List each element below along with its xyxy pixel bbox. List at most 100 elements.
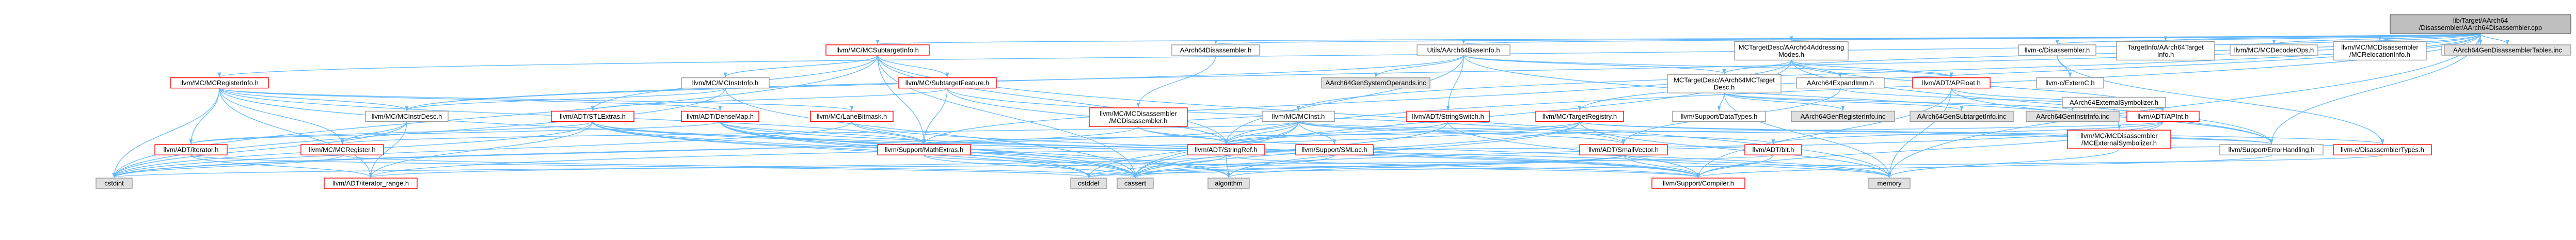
node-label: llvm/MC/MCDisassembler: [2341, 43, 2419, 51]
dependency-edge: [1724, 92, 1964, 111]
header-node[interactable]: llvm/MC/MCDisassembler/MCExternalSymboli…: [2067, 130, 2171, 149]
header-node[interactable]: llvm/MC/MCSubtargetInfo.h: [825, 44, 930, 56]
dependency-edge: [2056, 33, 2481, 45]
dependency-edge: [1463, 55, 2273, 145]
node-box: [2230, 44, 2318, 56]
node-label: /MCRelocationInfo.h: [2349, 51, 2410, 58]
node-label: AArch64ExternalSymbolizer.h: [2070, 99, 2158, 106]
dependency-edge: [405, 88, 726, 111]
dependency-edge: [369, 121, 407, 178]
header-node[interactable]: llvm/ADT/StringRef.h: [1187, 144, 1265, 155]
header-node[interactable]: llvm/ADT/iterator_range.h: [324, 178, 418, 189]
node-label: Modes.h: [1778, 51, 1804, 58]
header-node[interactable]: llvm/Support/SMLoc.h: [1295, 144, 1374, 155]
node-label: llvm/MC/MCDisassembler: [1100, 109, 1177, 117]
node-label: llvm/MC/MCDisassembler: [2080, 132, 2158, 140]
dependency-edge: [1226, 155, 1231, 178]
header-nodes: lib/Target/AArch64/Disassembler/AArch64D…: [96, 14, 2571, 189]
dependency-edge: [1791, 60, 2273, 145]
dependency-edge: [1579, 121, 1891, 178]
dependency-edge: [851, 121, 1700, 178]
header-node: AArch64GenSystemOperands.inc: [1321, 77, 1430, 89]
dependency-edge: [1623, 155, 1700, 178]
header-node[interactable]: llvm/MC/MCInstrInfo.h: [681, 77, 770, 89]
header-node[interactable]: llvm/MC/MCRegister.h: [300, 144, 384, 155]
node-label: llvm-c/DisassemblerTypes.h: [2341, 146, 2424, 154]
dependency-edge: [189, 88, 220, 145]
node-label: llvm/ADT/STLExtras.h: [560, 113, 626, 120]
dependency-edge: [1790, 33, 2481, 42]
dependency-edge: [877, 55, 1228, 145]
header-node[interactable]: llvm/MC/SubtargetFeature.h: [898, 77, 997, 89]
header-node[interactable]: llvm/ADT/StringSwitch.h: [1406, 110, 1490, 122]
dependency-edge: [1224, 121, 1580, 145]
node-box: [681, 110, 759, 122]
dependency-edge: [2378, 33, 2481, 42]
header-node[interactable]: llvm/Support/MathExtras.h: [877, 144, 971, 155]
dependency-edge: [2057, 55, 2072, 77]
node-label: llvm/Support/ErrorHandling.h: [2229, 146, 2315, 154]
dependency-edge: [369, 121, 1580, 178]
dependency-edge: [112, 121, 852, 178]
dependency-edge: [1224, 121, 1299, 145]
node-box: [1868, 178, 1911, 189]
node-label: MCTargetDesc/AArch64Addressing: [1739, 43, 1844, 51]
header-node[interactable]: llvm/MC/TargetRegistry.h: [1535, 110, 1624, 122]
node-box: [2390, 14, 2571, 34]
node-box: [2018, 44, 2096, 56]
dependency-edge: [1724, 92, 2075, 111]
header-node[interactable]: llvm-c/ExternC.h: [2036, 77, 2104, 89]
node-box: [1579, 144, 1668, 155]
header-node[interactable]: llvm/Support/DataTypes.h: [1672, 110, 1766, 122]
node-box: [1651, 178, 1745, 189]
header-node[interactable]: llvm/MC/MCInstrDesc.h: [365, 110, 449, 122]
dependency-edge: [1227, 121, 1580, 178]
header-node[interactable]: llvm-c/Disassembler.h: [2018, 44, 2096, 56]
header-node[interactable]: llvm/ADT/APFloat.h: [1912, 77, 1991, 89]
dependency-edge: [877, 33, 2481, 45]
dependency-edge: [1724, 93, 1891, 178]
node-box: [2219, 144, 2324, 155]
dependency-edge: [1224, 55, 1464, 145]
node-label: llvm/ADT/APInt.h: [2138, 113, 2189, 120]
dependency-edge: [591, 88, 948, 111]
header-node[interactable]: llvm/ADT/STLExtras.h: [551, 110, 634, 122]
header-node[interactable]: llvm/MC/MCDisassembler/MCRelocationInfo.…: [2333, 41, 2427, 61]
header-node[interactable]: AArch64ExternalSymbolizer.h: [2062, 97, 2166, 108]
dependency-edge: [1374, 55, 1464, 77]
node-box: [2126, 110, 2200, 122]
header-node[interactable]: llvm/MC/MCInst.h: [1262, 110, 1335, 122]
node-label: llvm/Support/MathExtras.h: [885, 146, 963, 154]
node-box: [365, 110, 449, 122]
dependency-edge: [877, 55, 1137, 178]
dependency-edge: [592, 121, 1137, 178]
header-node[interactable]: AArch64ExpandImm.h: [1796, 77, 1885, 89]
dependency-edge: [725, 88, 1137, 178]
header-node[interactable]: llvm/MC/MCRegisterInfo.h: [170, 77, 269, 89]
node-label: /Disassembler/AArch64Disassembler.cpp: [2419, 24, 2542, 31]
node-box: [1171, 44, 1260, 56]
header-node[interactable]: AArch64Disassembler.h: [1171, 44, 1260, 56]
header-node[interactable]: llvm/ADT/iterator.h: [154, 144, 228, 155]
header-node[interactable]: llvm/Support/Compiler.h: [1651, 178, 1745, 189]
header-node[interactable]: llvm/MC/LaneBitmask.h: [810, 110, 894, 122]
dependency-edge: [2057, 55, 2384, 145]
node-box: [1187, 144, 1265, 155]
header-node[interactable]: Utils/AArch64BaseInfo.h: [1417, 44, 1510, 56]
dependency-edge: [877, 55, 949, 77]
header-node[interactable]: llvm/Support/ErrorHandling.h: [2219, 144, 2324, 155]
header-node[interactable]: llvm/ADT/SmallVector.h: [1579, 144, 1668, 155]
dependency-edge: [1298, 121, 2273, 145]
root-file-node: lib/Target/AArch64/Disassembler/AArch64D…: [2390, 14, 2571, 34]
header-node[interactable]: llvm/MC/MCDecoderOps.h: [2230, 44, 2318, 56]
header-node[interactable]: llvm/ADT/DenseMap.h: [681, 110, 759, 122]
header-node[interactable]: llvm/MC/MCDisassembler/MCDisassembler.h: [1089, 107, 1188, 127]
header-node[interactable]: llvm/ADT/APInt.h: [2126, 110, 2200, 122]
node-label: llvm/MC/MCInst.h: [1272, 113, 1325, 120]
header-node[interactable]: llvm/ADT/bit.h: [1744, 144, 1802, 155]
header-node[interactable]: llvm-c/DisassemblerTypes.h: [2333, 144, 2432, 155]
node-label: cassert: [1124, 180, 1146, 187]
